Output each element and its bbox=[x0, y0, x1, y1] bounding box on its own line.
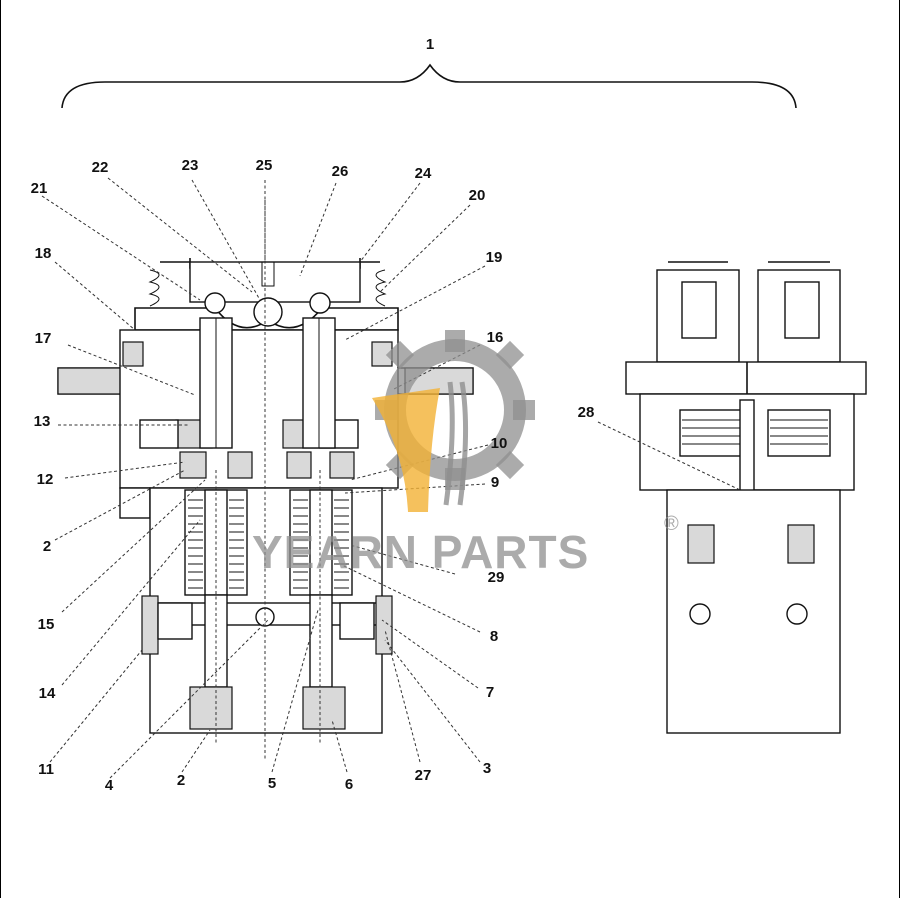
callout-21: 21 bbox=[31, 180, 48, 197]
callout-9: 9 bbox=[491, 474, 499, 491]
callout-29: 29 bbox=[488, 569, 505, 586]
callout-4: 4 bbox=[105, 777, 114, 794]
callout-8: 8 bbox=[490, 628, 498, 645]
callout-1: 1 bbox=[426, 36, 434, 53]
leader-lines bbox=[41, 177, 741, 779]
callout-19: 19 bbox=[486, 249, 503, 266]
callout-12: 12 bbox=[37, 471, 54, 488]
callout-5: 5 bbox=[268, 775, 276, 792]
callout-17: 17 bbox=[35, 330, 52, 347]
side-view bbox=[625, 261, 867, 734]
callout-26: 26 bbox=[332, 163, 349, 180]
callout-24: 24 bbox=[415, 165, 432, 182]
callout-25: 25 bbox=[256, 157, 273, 174]
callout-2-bottom: 2 bbox=[177, 772, 185, 789]
callout-16: 16 bbox=[487, 329, 504, 346]
callout-20: 20 bbox=[469, 187, 486, 204]
watermark: YEARN PARTS ® bbox=[252, 330, 679, 578]
watermark-text: YEARN PARTS bbox=[252, 526, 589, 578]
callout-2-left: 2 bbox=[43, 538, 51, 555]
callout-13: 13 bbox=[34, 413, 51, 430]
assembly-brace bbox=[61, 63, 797, 109]
callout-7: 7 bbox=[486, 684, 494, 701]
gear-logo-icon bbox=[372, 330, 535, 512]
callout-27: 27 bbox=[415, 767, 432, 784]
callout-28: 28 bbox=[578, 404, 595, 421]
callout-23: 23 bbox=[182, 157, 199, 174]
callout-11: 11 bbox=[38, 761, 54, 778]
watermark-registered: ® bbox=[664, 513, 679, 535]
callout-15: 15 bbox=[38, 616, 55, 633]
callout-18: 18 bbox=[35, 245, 52, 262]
callout-22: 22 bbox=[92, 159, 109, 176]
callout-10: 10 bbox=[491, 435, 508, 452]
callout-14: 14 bbox=[39, 685, 56, 702]
callout-labels: 1 2 2 3 4 5 6 7 8 9 10 11 12 13 14 15 16… bbox=[31, 36, 595, 794]
callout-3: 3 bbox=[483, 760, 491, 777]
callout-6: 6 bbox=[345, 776, 353, 793]
